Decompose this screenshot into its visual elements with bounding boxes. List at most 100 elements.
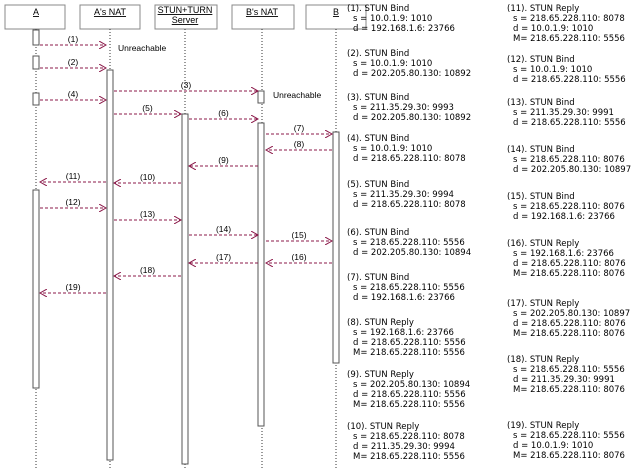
participant-label: A's NAT [94, 7, 127, 17]
note-line: d = 218.65.228.110: 5556 [353, 338, 466, 348]
participant-box [231, 4, 295, 30]
note-title: (18). STUN Reply [507, 355, 580, 365]
note-title: (1). STUN Bind [347, 4, 410, 14]
note-title: (7). STUN Bind [347, 273, 410, 283]
message-label: (11) [66, 171, 81, 181]
unreachable-label: Unreachable [118, 43, 166, 53]
note-line: s = 192.168.1.6: 23766 [353, 328, 454, 338]
message-12: (12) [40, 197, 106, 208]
participant-anat: A's NAT [79, 4, 141, 470]
note-line: d = 218.65.228.110: 8076 [513, 259, 626, 269]
note-title: (6). STUN Bind [347, 228, 410, 238]
message-4: (4) [40, 89, 106, 100]
note-line: M= 218.65.228.110: 8076 [513, 269, 625, 279]
message-8: (8) [266, 139, 332, 150]
note-title: (8). STUN Reply [347, 318, 414, 328]
message-17: (17) [189, 252, 258, 263]
note-line: d = 218.65.228.110: 5556 [513, 118, 626, 128]
note-line: d = 218.65.228.110: 5556 [353, 390, 466, 400]
note-line: M= 218.65.228.110: 5556 [513, 34, 625, 44]
note-title: (16). STUN Reply [507, 239, 580, 249]
note-line: s = 211.35.29.30: 9991 [513, 108, 614, 118]
note-line: s = 218.65.228.110: 5556 [513, 365, 625, 375]
note-line: M= 218.65.228.110: 5556 [353, 452, 465, 462]
message-label: (19) [65, 282, 80, 292]
note-title: (5). STUN Bind [347, 180, 410, 190]
note-line: d = 192.168.1.6: 23766 [353, 24, 455, 34]
note-title: (9). STUN Reply [347, 370, 414, 380]
participant-box [79, 4, 141, 30]
note-line: M= 218.65.228.110: 8076 [513, 451, 625, 461]
note-line: d = 211.35.29.30: 9994 [353, 442, 455, 452]
note-line: s = 202.205.80.130: 10897 [513, 309, 631, 319]
message-6: (6) [189, 108, 258, 119]
note-line: d = 202.205.80.130: 10892 [353, 69, 472, 79]
note-title: (15). STUN Bind [507, 192, 575, 202]
note-line: M= 218.65.228.110: 5556 [353, 348, 465, 358]
participant-box [4, 4, 66, 30]
note-line: s = 211.35.29.30: 9994 [353, 190, 454, 200]
message-label: (16) [291, 252, 306, 262]
message-label: (1) [68, 34, 79, 44]
note-line: d = 218.65.228.110: 8076 [513, 319, 626, 329]
note-line: s = 202.205.80.130: 10894 [353, 380, 471, 390]
message-label: (6) [218, 108, 229, 118]
note-line: s = 192.168.1.6: 23766 [513, 249, 614, 259]
activation-bar [257, 122, 265, 427]
message-label: (17) [216, 252, 231, 262]
message-label: (4) [68, 89, 79, 99]
activation-bar [257, 90, 265, 104]
note-line: d = 192.168.1.6: 23766 [513, 212, 615, 222]
note-line: d = 202.205.80.130: 10894 [353, 248, 472, 258]
activation-bar [181, 113, 189, 465]
note-line: M= 218.65.228.110: 8076 [513, 385, 625, 395]
note-line: d = 218.65.228.110: 5556 [513, 75, 626, 85]
note-title: (17). STUN Reply [507, 299, 580, 309]
note-line: d = 202.205.80.130: 10897 [513, 165, 631, 175]
message-label: (9) [218, 155, 229, 165]
message-2: (2) [40, 57, 106, 68]
note-title: (11). STUN Reply [507, 4, 580, 14]
message-label: (10) [140, 172, 155, 182]
note-line: s = 211.35.29.30: 9993 [353, 103, 454, 113]
message-label: (12) [65, 197, 80, 207]
message-label: (14) [216, 224, 231, 234]
participant-b: B [305, 4, 367, 470]
participant-bnat: B's NAT [231, 4, 295, 470]
note-title: (19). STUN Reply [507, 421, 580, 431]
message-18: (18) [114, 265, 181, 276]
message-7: (7) [266, 123, 332, 134]
note-line: d = 218.65.228.110: 8078 [353, 154, 466, 164]
participant-label: A [33, 7, 39, 17]
activation-bar [106, 69, 114, 461]
participant-box [154, 4, 218, 30]
message-15: (15) [266, 230, 332, 241]
message-14: (14) [189, 224, 258, 235]
note-line: d = 10.0.1.9: 1010 [513, 24, 594, 34]
note-title: (12). STUN Bind [507, 55, 575, 65]
note-line: d = 192.168.1.6: 23766 [353, 293, 455, 303]
participant-label: Server [172, 15, 199, 25]
activation-bar [32, 92, 40, 106]
note-title: (3). STUN Bind [347, 93, 410, 103]
note-line: M= 218.65.228.110: 5556 [353, 400, 465, 410]
message-3: (3) [114, 80, 258, 91]
message-label: (13) [140, 209, 155, 219]
participant-label: STUN+TURN [158, 5, 213, 15]
message-16: (16) [266, 252, 332, 263]
note-line: s = 218.65.228.110: 8076 [513, 202, 625, 212]
